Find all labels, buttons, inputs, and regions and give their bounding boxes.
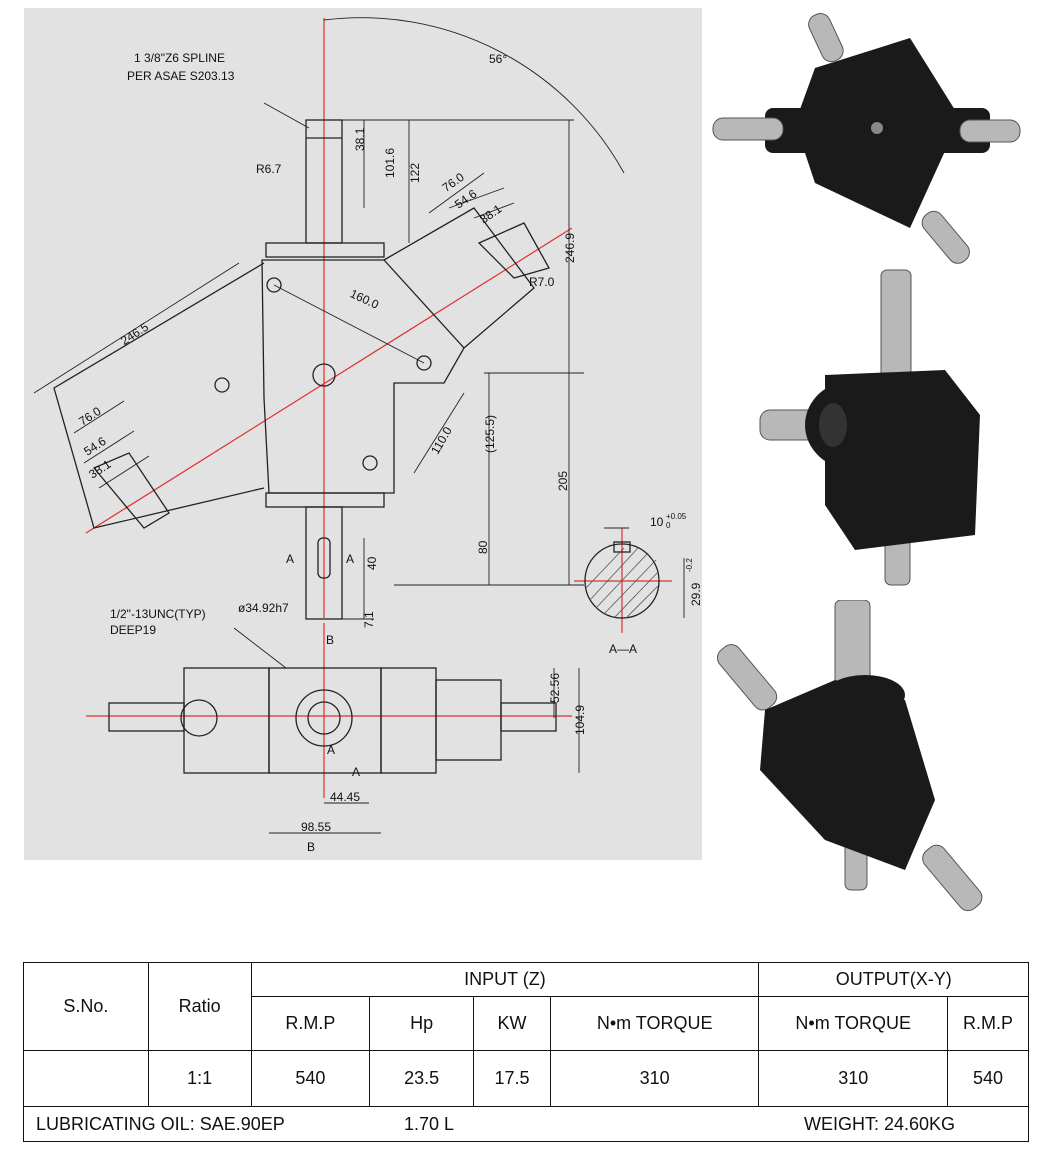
radius-input-label: R6.7 [256,162,282,176]
dim-40: 40 [365,556,379,570]
oil-label: LUBRICATING OIL: SAE.90EP [36,1113,285,1134]
dim-246-9: 246.9 [563,233,577,263]
footer-row: LUBRICATING OIL: SAE.90EP 1.70 L WEIGHT:… [23,1106,1029,1142]
dim-104-9: 104.9 [573,705,587,735]
dim-76-left: 76.0 [76,404,103,429]
cell-rpm-in: 540 [250,1050,371,1107]
cell-torque-in: 310 [549,1050,760,1107]
view-a-upper: A [327,743,335,757]
photo-side-view [705,265,1035,595]
dim-98-55: 98.55 [301,820,331,834]
header-output: OUTPUT(X-Y) [758,962,1029,997]
drawing-svg: 1 3/8"Z6 SPLINE PER ASAE S203.13 56° R6.… [33,17,702,854]
key-depth-tol-lo: -0.2 [685,558,694,572]
cell-sno [23,1050,149,1107]
dim-38-1-right: 38.1 [477,201,504,226]
dim-52-56: 52.56 [548,673,562,703]
cell-torque-out: 310 [758,1050,949,1107]
dim-80: 80 [476,540,490,554]
dim-7-1: 7.1 [362,611,376,628]
col-rpm-out: R.M.P [947,996,1029,1051]
dim-54-6-left: 54.6 [81,434,108,459]
dim-38-1-top: 38.1 [353,127,367,151]
header-ratio: Ratio [147,962,252,1051]
key-width-tol-up: +0.05 [666,512,687,521]
key-depth: 29.9 [689,582,702,606]
cell-ratio: 1:1 [147,1050,252,1107]
radius-output-label: R7.0 [529,275,555,289]
dim-122: 122 [408,163,422,183]
dim-110: 110.0 [428,424,455,457]
center-lines [85,18,672,798]
spline-line1: 1 3/8"Z6 SPLINE [134,51,225,65]
header-sno: S.No. [23,962,149,1051]
view-a-lower: A [352,765,360,779]
section-hatch [585,547,659,619]
dim-101-6: 101.6 [383,148,397,178]
section-mark-right: A [346,552,354,566]
cell-rpm-out: 540 [947,1050,1029,1107]
key-width: 10 [650,515,664,529]
dimension-lines [33,17,685,834]
angle-label: 56° [489,52,507,66]
dim-160: 160.0 [348,286,381,312]
dim-246-5: 246.5 [118,320,151,348]
section-title: A—A [609,642,637,656]
dim-38-1-left: 38.1 [86,457,113,482]
col-torque-in: N•m TORQUE [549,996,760,1051]
tap-label: 1/2"-13UNC(TYP) [110,607,206,621]
dim-76-right: 76.0 [440,170,467,195]
section-mark-left: A [286,552,294,566]
key-width-tol-lo: 0 [666,521,671,530]
weight-label: WEIGHT: 24.60KG [804,1113,956,1134]
col-hp: Hp [369,996,475,1051]
header-input: INPUT (Z) [250,962,760,997]
col-kw: KW [473,996,551,1051]
deep-label: DEEP19 [110,623,156,637]
dim-205: 205 [556,471,570,491]
dim-44-45: 44.45 [330,790,360,804]
dim-54-6-right: 54.6 [452,186,479,211]
spline-line2: PER ASAE S203.13 [127,69,235,83]
col-rpm-in: R.M.P [250,996,371,1051]
photo-angle-view [705,600,1035,930]
cell-kw: 17.5 [473,1050,551,1107]
dim-125-5: (125.5) [483,415,497,453]
photo-top-view [705,8,1035,278]
shaft-dia-label: ø34.92h7 [238,601,289,615]
view-b-label: B [307,840,315,854]
outlines [53,119,660,774]
oil-qty: 1.70 L [404,1113,455,1134]
cell-hp: 23.5 [369,1050,475,1107]
col-torque-out: N•m TORQUE [758,996,949,1051]
view-b-arrow: B [326,633,334,647]
technical-drawing: 1 3/8"Z6 SPLINE PER ASAE S203.13 56° R6.… [24,8,702,860]
spec-table: S.No. Ratio INPUT (Z) OUTPUT(X-Y) R.M.P … [23,962,1029,1142]
